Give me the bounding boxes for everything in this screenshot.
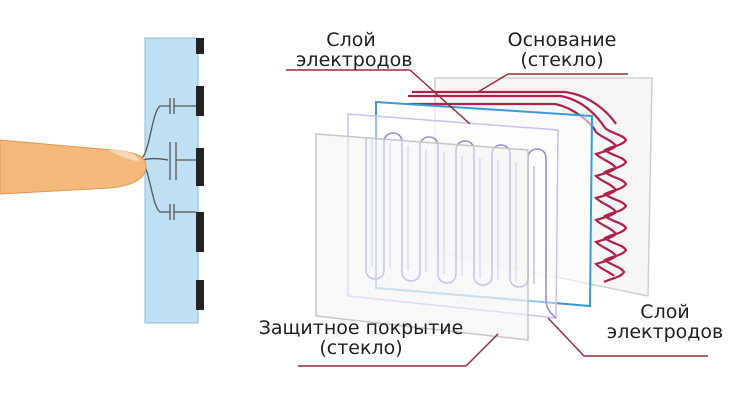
- electrode-pad: [196, 148, 204, 186]
- fingernail: [108, 150, 140, 162]
- glass-side-panel: [144, 37, 199, 324]
- electrode-pad: [196, 38, 204, 54]
- label-line: Основание: [507, 29, 617, 51]
- label-line: (стекло): [520, 49, 604, 71]
- leader-electrode-bottom: [547, 317, 585, 357]
- label-base-glass: Основание (стекло): [498, 30, 626, 70]
- label-electrode-layer-top: Слой электродов: [296, 29, 413, 71]
- leader-cover-diag: [465, 333, 499, 367]
- label-line: электродов: [606, 321, 724, 343]
- label-line: Слой: [326, 29, 376, 51]
- label-line: Слой: [640, 301, 690, 323]
- electrode-pad: [196, 280, 204, 310]
- label-line: (стекло): [319, 337, 403, 359]
- leader-base: [477, 73, 509, 93]
- side-view: [0, 37, 204, 324]
- label-electrode-layer-bottom: Слой электродов: [590, 302, 740, 342]
- electrode-pad: [196, 86, 204, 116]
- electrode-pad: [196, 212, 204, 252]
- label-line: Защитное покрытие: [258, 317, 464, 339]
- label-protective-cover: Защитное покрытие (стекло): [236, 318, 486, 358]
- label-line: электродов: [296, 49, 413, 71]
- finger: [0, 139, 147, 195]
- capacitor-symbols: [141, 98, 196, 220]
- leader-electrode-top-diag: [409, 69, 471, 125]
- leader-lines: [286, 69, 708, 367]
- protective-glass-layer: [315, 133, 529, 341]
- red-electrode-pattern: [408, 90, 628, 283]
